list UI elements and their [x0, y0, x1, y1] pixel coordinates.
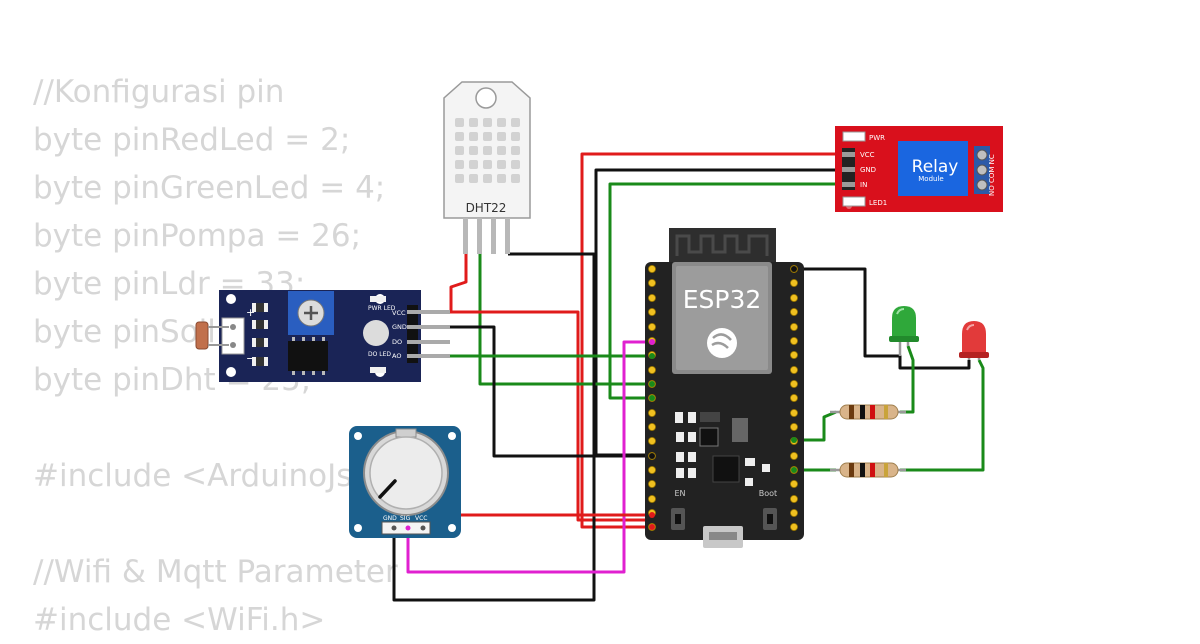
relay-led1-label: LED1	[869, 199, 887, 207]
relay-pwr-label: PWR	[869, 134, 885, 142]
esp32-right-pins	[790, 264, 799, 532]
boot-button-label: Boot	[759, 489, 777, 498]
esp32-label: ESP32	[683, 285, 762, 314]
photoresistor	[195, 321, 209, 350]
ldr-pwr-led-label: PWR LED	[368, 305, 396, 312]
esp32-board[interactable]: ESP32 EN Boot	[645, 228, 804, 548]
resistor-green-led[interactable]	[830, 404, 906, 420]
wire-relay-in[interactable]	[608, 182, 842, 400]
dht22-label: DHT22	[466, 201, 507, 215]
pot-vcc-label: VCC	[415, 515, 427, 522]
comparator-chip	[288, 341, 328, 371]
relay-vcc-label: VCC	[860, 151, 875, 159]
ldr-minus-label: −	[246, 352, 255, 365]
ldr-module[interactable]: + − PWR LED DO LED VCC GND DO AO	[195, 290, 450, 382]
wire-green-led-anode[interactable]	[900, 345, 915, 414]
code-line: byte pinPompa = 26;	[33, 218, 362, 254]
ldr-sensor-dome	[363, 320, 389, 346]
green-led[interactable]	[889, 306, 919, 356]
potentiometer[interactable]: GND SIG VCC	[349, 426, 461, 538]
wire-ldr-gnd[interactable]	[450, 325, 652, 458]
code-line: byte pinRedLed = 2;	[33, 122, 351, 158]
wire-green-resistor[interactable]	[794, 410, 837, 442]
resistor-red-led[interactable]	[830, 462, 906, 478]
code-line: byte pinGreenLed = 4;	[33, 170, 386, 206]
ldr-do-led-label: DO LED	[368, 351, 391, 358]
relay-gnd-label: GND	[860, 166, 876, 174]
pot-gnd-label: GND	[383, 515, 397, 522]
wire-relay-vcc[interactable]	[580, 152, 842, 529]
ldr-gnd-label: GND	[392, 323, 407, 331]
ldr-vcc-label: VCC	[392, 309, 406, 317]
wire-red-led-anode[interactable]	[900, 359, 985, 472]
ldr-plus-label: +	[246, 306, 255, 319]
relay-contacts-label: NO COM NC	[988, 154, 996, 196]
relay-led1	[842, 196, 866, 207]
ldr-do-label: DO	[392, 338, 402, 346]
circuit-diagram: DHT22 PWR LED1 VCC GND IN Relay Module N…	[195, 81, 1003, 602]
relay-title: Relay	[912, 157, 959, 177]
relay-module[interactable]: PWR LED1 VCC GND IN Relay Module NO COM …	[835, 126, 1003, 212]
ldr-ao-label: AO	[392, 352, 401, 360]
dht22-sensor[interactable]: DHT22	[443, 81, 531, 254]
code-line: //Konfigurasi pin	[33, 74, 285, 110]
relay-in-label: IN	[860, 181, 867, 189]
wire-dht-gnd[interactable]	[392, 252, 596, 602]
wire-dht-data[interactable]	[478, 254, 652, 386]
pot-sig-label: SIG	[400, 515, 411, 522]
code-line: byte pinLdr = 33;	[33, 266, 306, 302]
red-led[interactable]	[959, 321, 989, 360]
wire-led-gnd[interactable]	[794, 267, 971, 370]
wire-endpoints	[649, 266, 797, 530]
relay-subtitle: Module	[918, 175, 943, 183]
en-button-label: EN	[674, 489, 685, 498]
code-line: //Wifi & Mqtt Parameter	[33, 554, 398, 590]
wire-pot-sig[interactable]	[406, 340, 652, 574]
relay-pwr-led	[842, 131, 866, 142]
